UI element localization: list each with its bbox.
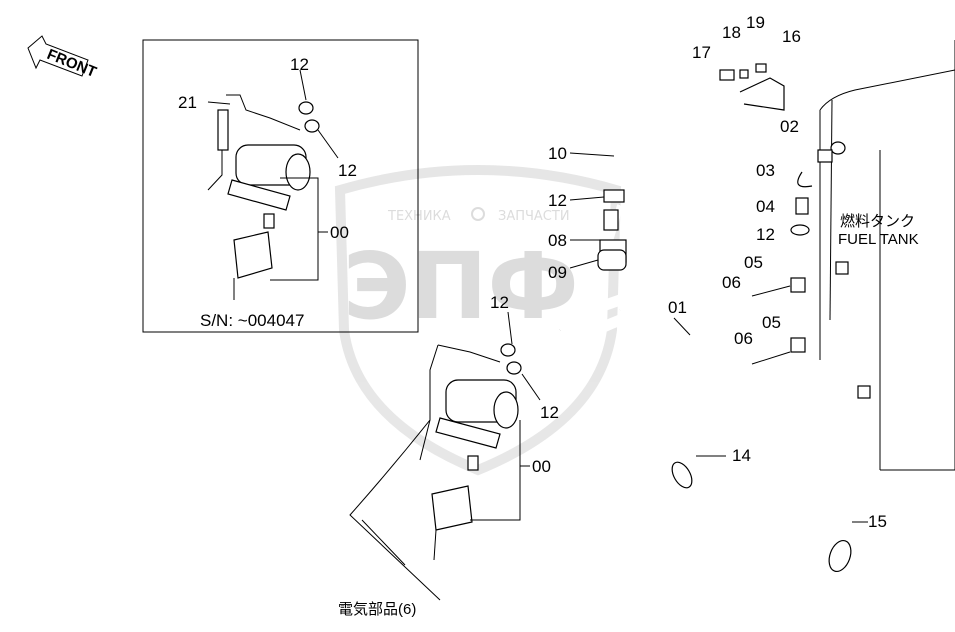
watermark-text-right: ЗАПЧАСТИ — [498, 209, 570, 224]
callout-17: 17 — [692, 43, 711, 62]
callout-09: 09 — [548, 263, 567, 282]
callout-16: 16 — [782, 27, 801, 46]
callout-15: 15 — [868, 512, 887, 531]
callout-04: 04 — [756, 197, 775, 216]
electrical-parts-note: 電気部品(6) — [338, 601, 416, 618]
callout-00-b: 00 — [532, 457, 551, 476]
callout-12-e: 12 — [540, 403, 559, 422]
callout-05-b: 05 — [762, 313, 781, 332]
callout-10: 10 — [548, 144, 567, 163]
serial-note: S/N: ~004047 — [200, 311, 304, 330]
fittings-center — [597, 189, 627, 271]
fuel-hose-01 — [619, 289, 852, 574]
inset-box: S/N: ~004047 — [142, 39, 419, 333]
callout-02: 02 — [780, 117, 799, 136]
callout-12-f: 12 — [756, 225, 775, 244]
front-arrow-icon: FRONT — [27, 35, 99, 81]
watermark-big-letters: ЭПФ — [343, 233, 579, 340]
gear-icon — [471, 207, 485, 221]
callout-01: 01 — [668, 298, 687, 317]
callout-14: 14 — [732, 446, 751, 465]
callout-18: 18 — [722, 23, 741, 42]
fuel-tank-label-en: FUEL TANK — [838, 231, 919, 248]
main-pump-assembly — [349, 294, 631, 601]
tank-fittings — [719, 63, 833, 365]
watermark: ТЕХНИКА ЗАПЧАСТИ ЭПФ — [334, 165, 622, 476]
fuel-tank-label-jp: 燃料タンク — [840, 212, 915, 230]
callout-03: 03 — [756, 161, 775, 180]
callout-08: 08 — [548, 231, 567, 250]
callout-12-b: 12 — [338, 161, 357, 180]
callout-06-b: 06 — [734, 329, 753, 348]
callouts: 21 12 12 00 10 12 08 09 12 12 00 01 14 1… — [178, 13, 887, 531]
callout-19: 19 — [746, 13, 765, 32]
callout-00-a: 00 — [330, 223, 349, 242]
callout-05-a: 05 — [744, 253, 763, 272]
callout-12-c: 12 — [548, 191, 567, 210]
fuel-tank — [819, 40, 955, 471]
watermark-text-left: ТЕХНИКА — [387, 209, 451, 224]
callout-06-a: 06 — [722, 273, 741, 292]
front-label: FRONT — [45, 46, 99, 81]
callout-12-a: 12 — [290, 55, 309, 74]
leader-lines — [207, 69, 868, 523]
callout-21: 21 — [178, 93, 197, 112]
callout-12-d: 12 — [490, 293, 509, 312]
